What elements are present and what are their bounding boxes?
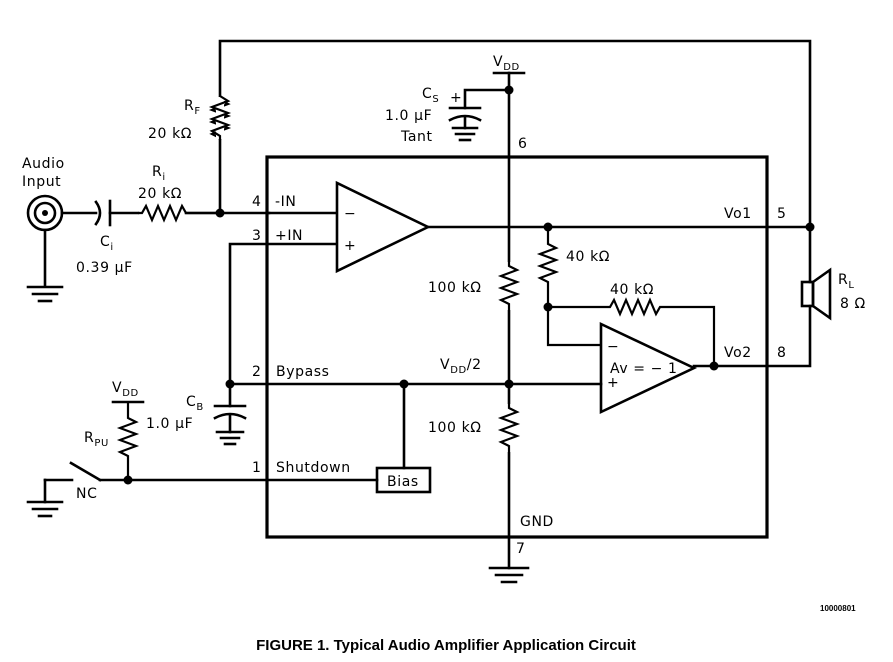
cb-label: CB <box>186 394 204 413</box>
vdd-half-label: VDD/2 <box>440 357 482 376</box>
pin7-number: 7 <box>516 541 526 557</box>
rpu-resistor <box>116 402 140 480</box>
audio-jack-pin <box>42 210 48 216</box>
pin8-number: 8 <box>777 345 787 361</box>
opamp-1 <box>335 180 431 274</box>
input-label-1: Audio <box>22 156 65 172</box>
cs-capacitor <box>448 88 511 142</box>
cs-label: CS <box>422 86 439 105</box>
pin5-number: 5 <box>777 206 787 222</box>
ci-label: Ci <box>100 234 114 253</box>
ci-capacitor <box>94 199 140 227</box>
ri-resistor <box>138 203 220 223</box>
bias-label: Bias <box>387 474 419 490</box>
cb-capacitor <box>213 382 247 446</box>
rf-resistor-zigzag <box>208 95 232 140</box>
cs-note: Tant <box>400 129 433 145</box>
cb-value: 1.0 µF <box>146 416 193 432</box>
input-label-2: Input <box>22 174 61 190</box>
rf-label: RF <box>184 98 201 117</box>
rf-value: 20 kΩ <box>148 126 192 142</box>
opamp2-gain: Av = − 1 <box>610 361 678 377</box>
junction-vdd-half <box>504 379 514 389</box>
pin2-number: 2 <box>252 364 262 380</box>
pin5-name: Vo1 <box>724 206 752 222</box>
pin4-number: 4 <box>252 194 262 210</box>
switch-label: NC <box>76 486 97 502</box>
ri-value: 20 kΩ <box>138 186 182 202</box>
pin3-number: 3 <box>252 228 262 244</box>
r-bottom-value: 100 kΩ <box>428 420 482 436</box>
pin1-name: Shutdown <box>276 460 351 476</box>
speaker-icon <box>800 225 832 321</box>
opamp2-minus: − <box>607 339 619 355</box>
pin6-number: 6 <box>518 136 528 152</box>
r-bottom-resistor <box>497 404 521 452</box>
pin8-name: Vo2 <box>724 345 752 361</box>
r-fb1-resistor <box>536 227 603 347</box>
opamp1-minus: − <box>344 206 356 222</box>
ic-package-outline <box>265 155 769 539</box>
figure-caption: FIGURE 1. Typical Audio Amplifier Applic… <box>256 637 636 654</box>
vdd-label: VDD <box>493 54 520 73</box>
ground-symbol-jack <box>26 285 64 303</box>
ri-label: Ri <box>152 164 166 183</box>
opamp-2 <box>599 321 698 415</box>
figure-code: 10000801 <box>820 604 856 613</box>
junction-vo2 <box>709 361 719 371</box>
pin1-number: 1 <box>252 460 262 476</box>
vdd-rpu-label: VDD <box>112 380 139 399</box>
r-fb2-value: 40 kΩ <box>610 282 654 298</box>
vo2-wire <box>692 304 812 368</box>
rl-value: 8 Ω <box>840 296 866 312</box>
plus-in-wire <box>228 242 339 386</box>
ci-value: 0.39 µF <box>76 260 133 276</box>
pin4-name: -IN <box>275 194 296 210</box>
rl-label: RL <box>838 272 855 291</box>
r-fb2-resistor <box>548 297 716 366</box>
r-top-value: 100 kΩ <box>428 280 482 296</box>
shutdown-switch <box>26 461 102 518</box>
r-top-resistor <box>497 262 521 310</box>
cs-value: 1.0 µF <box>385 108 432 124</box>
pin3-name: +IN <box>275 228 303 244</box>
rpu-label: RPU <box>84 430 109 449</box>
r-fb1-value: 40 kΩ <box>566 249 610 265</box>
cs-plus: + <box>450 90 462 106</box>
opamp2-plus: + <box>607 375 619 391</box>
gnd-label: GND <box>520 514 554 530</box>
ground-symbol-ic <box>488 566 530 584</box>
pin2-name: Bypass <box>276 364 330 380</box>
audio-jack-inner <box>33 201 57 225</box>
opamp1-plus: + <box>344 238 356 254</box>
junction-input <box>215 208 225 218</box>
